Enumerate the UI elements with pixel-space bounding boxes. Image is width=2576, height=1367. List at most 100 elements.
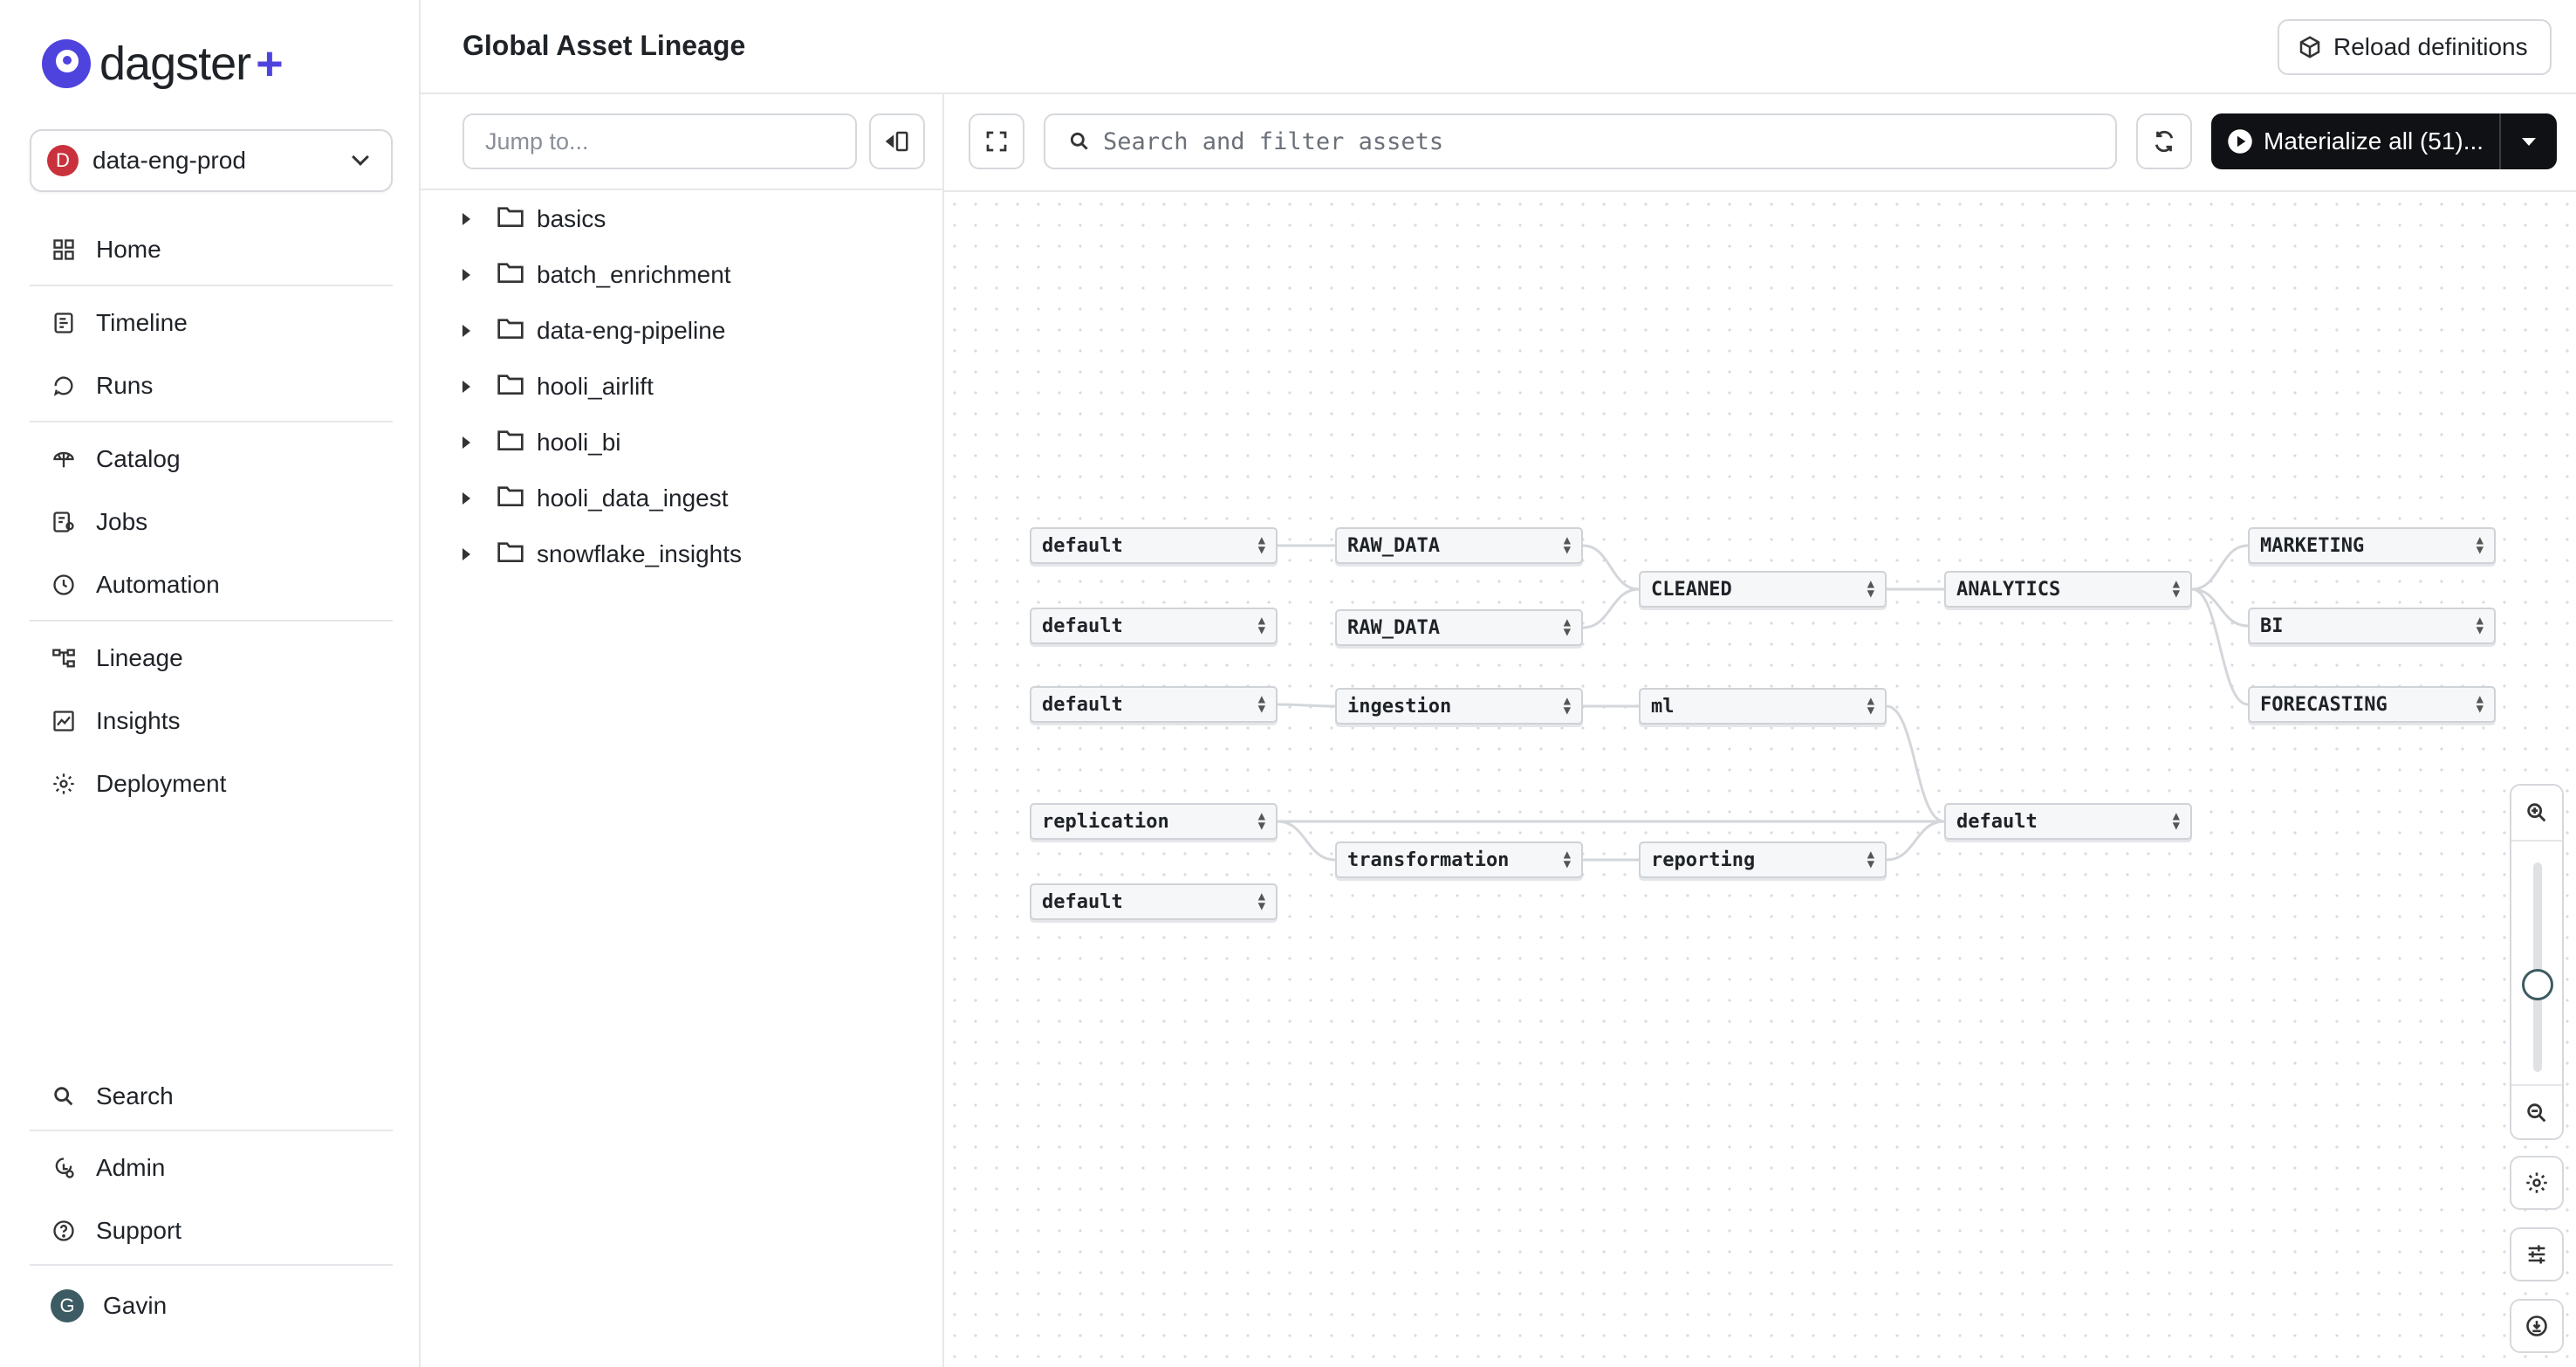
nav-divider <box>30 620 393 622</box>
expand-toggle-icon[interactable]: ▲▼ <box>1257 532 1265 557</box>
nav-jobs[interactable]: Jobs <box>30 496 393 548</box>
user-name: Gavin <box>103 1292 168 1319</box>
asset-group-node[interactable]: transformation▲▼ <box>1335 841 1583 878</box>
asset-group-node[interactable]: ml▲▼ <box>1639 688 1887 725</box>
expand-toggle-icon[interactable]: ▲▼ <box>2172 808 2180 833</box>
catalog-icon <box>51 446 77 472</box>
tree-group-item[interactable]: batch_enrichment <box>462 253 731 297</box>
asset-group-node[interactable]: RAW_DATA▲▼ <box>1335 609 1583 646</box>
tree-group-item[interactable]: data-eng-pipeline <box>462 309 725 353</box>
expand-toggle-icon[interactable]: ▲▼ <box>1257 889 1265 913</box>
expand-toggle-icon[interactable]: ▲▼ <box>1867 847 1874 871</box>
asset-group-node[interactable]: CLEANED▲▼ <box>1639 571 1887 608</box>
caret-right-icon[interactable] <box>462 548 470 560</box>
asset-group-node[interactable]: default▲▼ <box>1030 686 1278 723</box>
tree-group-item[interactable]: hooli_bi <box>462 421 621 464</box>
asset-search-box[interactable] <box>1044 113 2117 169</box>
caret-right-icon[interactable] <box>462 325 470 337</box>
dagster-logo[interactable]: dagster + <box>42 35 284 93</box>
asset-group-node[interactable]: MARKETING▲▼ <box>2248 527 2496 564</box>
asset-group-node[interactable]: replication▲▼ <box>1030 803 1278 840</box>
expand-toggle-icon[interactable]: ▲▼ <box>1257 691 1265 716</box>
admin-icon <box>51 1155 77 1181</box>
asset-group-node[interactable]: ANALYTICS ▲▼ <box>1944 571 2192 608</box>
asset-group-node-label: ingestion <box>1347 695 1452 718</box>
reload-definitions-label: Reload definitions <box>2333 33 2528 60</box>
jump-to-input[interactable] <box>462 113 857 169</box>
asset-group-node-label: ANALYTICS <box>1956 578 2061 601</box>
sidebar: dagster + D data-eng-prod Home Timeline … <box>0 0 421 1367</box>
expand-toggle-icon[interactable]: ▲▼ <box>2476 532 2484 557</box>
refresh-icon <box>2155 130 2174 153</box>
zoom-out-button[interactable] <box>2511 1086 2562 1140</box>
refresh-button[interactable] <box>2136 113 2192 169</box>
nav-admin[interactable]: Admin <box>30 1142 393 1194</box>
fullscreen-button[interactable] <box>969 113 1024 169</box>
nav-catalog[interactable]: Catalog <box>30 433 393 485</box>
expand-toggle-icon[interactable]: ▲▼ <box>2476 691 2484 716</box>
caret-right-icon[interactable] <box>462 436 470 449</box>
user-menu[interactable]: G Gavin <box>30 1280 393 1332</box>
nav-home[interactable]: Home <box>30 223 393 276</box>
nav-support[interactable]: Support <box>30 1205 393 1257</box>
avatar: G <box>51 1289 84 1322</box>
tree-group-item[interactable]: snowflake_insights <box>462 532 742 576</box>
expand-toggle-icon[interactable]: ▲▼ <box>1257 808 1265 833</box>
caret-right-icon[interactable] <box>462 213 470 225</box>
expand-toggle-icon[interactable]: ▲▼ <box>1563 847 1571 871</box>
nav-automation[interactable]: Automation <box>30 559 393 611</box>
nav-deployment[interactable]: Deployment <box>30 758 393 810</box>
expand-toggle-icon[interactable]: ▲▼ <box>1257 613 1265 637</box>
caret-right-icon[interactable] <box>462 269 470 281</box>
asset-group-node[interactable]: default▲▼ <box>1030 608 1278 644</box>
tree-group-item[interactable]: basics <box>462 197 606 241</box>
zoom-in-icon <box>2527 803 2546 822</box>
expand-toggle-icon[interactable]: ▲▼ <box>2476 613 2484 637</box>
nav-lineage[interactable]: Lineage <box>30 632 393 684</box>
asset-group-node[interactable]: default▲▼ <box>1030 527 1278 564</box>
reload-definitions-button[interactable]: Reload definitions <box>2278 19 2552 75</box>
nav-timeline[interactable]: Timeline <box>30 297 393 349</box>
tree-group-item[interactable]: hooli_airlift <box>462 365 654 409</box>
materialize-all-button[interactable]: Materialize all (51)... <box>2211 113 2557 169</box>
expand-toggle-icon[interactable]: ▲▼ <box>1563 693 1571 718</box>
page-header: Global Asset Lineage Reload definitions <box>421 0 2576 94</box>
graph-edges <box>1277 544 2249 862</box>
asset-group-node[interactable]: FORECASTING▲▼ <box>2248 686 2496 723</box>
asset-group-node[interactable]: ingestion ▲▼ <box>1335 688 1583 725</box>
expand-toggle-icon[interactable]: ▲▼ <box>1563 615 1571 639</box>
caret-right-icon[interactable] <box>462 381 470 393</box>
nav-jobs-label: Jobs <box>96 508 148 535</box>
asset-group-node[interactable]: reporting▲▼ <box>1639 841 1887 878</box>
graph-settings-button[interactable] <box>2510 1156 2564 1210</box>
expand-toggle-icon[interactable]: ▲▼ <box>1867 693 1874 718</box>
nav-deployment-label: Deployment <box>96 770 227 797</box>
nav-insights[interactable]: Insights <box>30 695 393 747</box>
asset-search-input[interactable] <box>1103 127 2063 155</box>
zoom-in-button[interactable] <box>2511 786 2562 840</box>
nav-runs[interactable]: Runs <box>30 360 393 412</box>
deployment-select[interactable]: D data-eng-prod <box>30 129 393 192</box>
materialize-options-dropdown[interactable] <box>2499 113 2557 169</box>
tree-group-item[interactable]: hooli_data_ingest <box>462 477 729 520</box>
asset-group-node[interactable]: RAW_DATA▲▼ <box>1335 527 1583 564</box>
runs-icon <box>51 373 77 399</box>
asset-group-node[interactable]: default▲▼ <box>1944 803 2192 840</box>
collapse-panel-button[interactable] <box>869 113 925 169</box>
download-graph-button[interactable] <box>2510 1299 2564 1353</box>
expand-toggle-icon[interactable]: ▲▼ <box>1563 532 1571 557</box>
zoom-slider-handle[interactable] <box>2522 969 2553 1000</box>
nav-search[interactable]: Search <box>30 1070 393 1123</box>
asset-group-node[interactable]: default▲▼ <box>1030 883 1278 920</box>
nav-support-label: Support <box>96 1217 182 1244</box>
chevron-down-icon <box>352 148 369 166</box>
materialize-all-main[interactable]: Materialize all (51)... <box>2211 113 2499 169</box>
caret-right-icon[interactable] <box>462 492 470 505</box>
zoom-slider-track[interactable] <box>2533 862 2542 1072</box>
expand-toggle-icon[interactable]: ▲▼ <box>1867 576 1874 601</box>
lineage-graph-canvas[interactable]: default▲▼ default▲▼ default▲▼ replication▲▼… <box>944 194 2576 1367</box>
graph-filters-button[interactable] <box>2510 1227 2564 1281</box>
expand-toggle-icon[interactable]: ▲▼ <box>2172 576 2180 601</box>
asset-group-node[interactable]: BI▲▼ <box>2248 608 2496 644</box>
folder-icon <box>497 316 537 347</box>
